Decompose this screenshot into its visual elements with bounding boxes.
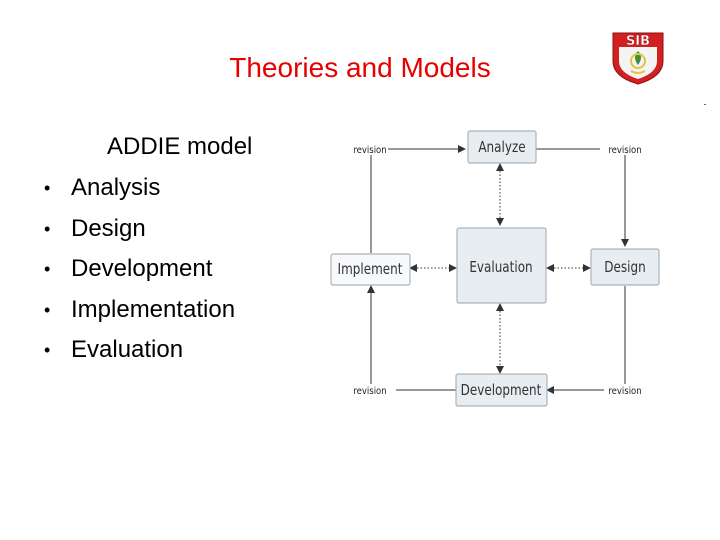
list-heading: ADDIE model — [107, 133, 253, 160]
bullet-dot: • — [44, 340, 51, 360]
revision-label-top-right: revision — [608, 144, 641, 156]
analyze-box — [467, 130, 537, 164]
design-box — [590, 248, 660, 286]
revision-label-bg — [348, 384, 388, 397]
revision-label-top-left: revision — [353, 144, 386, 156]
bullet-text: Design — [71, 214, 146, 242]
bullet-dot: • — [44, 178, 51, 198]
sib-logo: SIB — [612, 32, 664, 85]
bullet-dot: • — [44, 299, 51, 320]
logo-text: SIB — [626, 34, 650, 49]
revision-label-bg — [604, 384, 644, 397]
bullet-dot: • — [44, 259, 51, 279]
bullet-text: Implementation — [71, 295, 236, 323]
bullet-dot: • — [44, 218, 51, 239]
evaluation-box — [456, 227, 547, 304]
analyze-label: Analyze — [478, 139, 525, 157]
evaluation-label: Evaluation — [469, 259, 532, 277]
revision-label-bottom-right: revision — [608, 385, 641, 397]
revision-label-bg — [348, 142, 388, 155]
bullet-text: Analysis — [71, 174, 161, 201]
implement-box — [330, 253, 411, 286]
slide-title: Theories and Models — [229, 52, 491, 83]
development-box — [455, 373, 548, 407]
logo-dot — [704, 104, 706, 105]
revision-label-bottom-left: revision — [353, 385, 386, 397]
bullet-text: Development — [71, 255, 213, 282]
design-label: Design — [604, 259, 645, 277]
revision-label-bg — [604, 142, 644, 155]
addie-diagram: Analyze Evaluation Implement Design Deve… — [330, 130, 660, 407]
development-label: Development — [461, 382, 542, 400]
bullet-text: Evaluation — [71, 336, 184, 363]
implement-label: Implement — [338, 261, 403, 279]
